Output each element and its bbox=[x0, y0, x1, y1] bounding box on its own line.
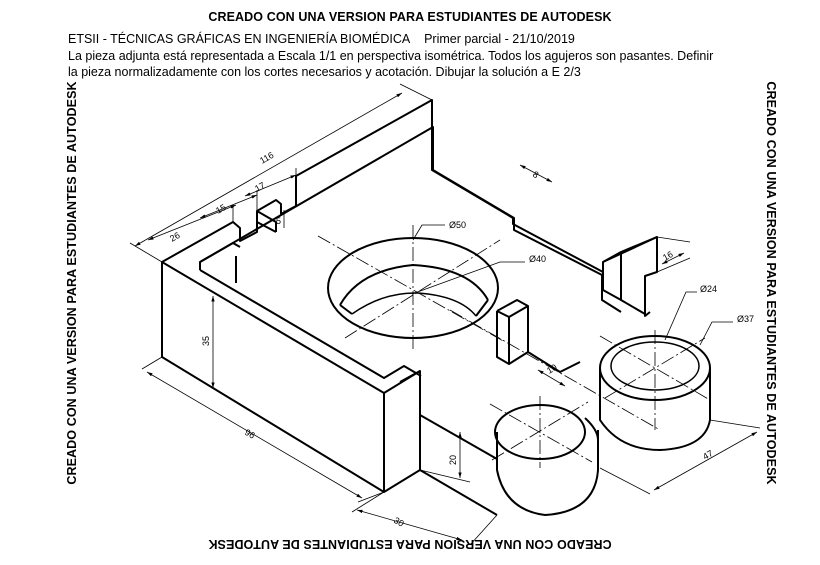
watermark-top: CREADO CON UNA VERSION PARA ESTUDIANTES … bbox=[208, 10, 612, 24]
header-title-line: ETSII - TÉCNICAS GRÁFICAS EN INGENIERÍA … bbox=[68, 31, 768, 48]
dim-50: Ø50 bbox=[449, 220, 466, 230]
dim-5: 5 bbox=[276, 216, 281, 226]
dim-26: 26 bbox=[168, 230, 182, 244]
dim-24: Ø24 bbox=[700, 284, 717, 294]
instructions-line-1: La pieza adjunta está representada a Esc… bbox=[68, 48, 714, 63]
dim-116: 116 bbox=[258, 150, 275, 166]
course-title: ETSII - TÉCNICAS GRÁFICAS EN INGENIERÍA … bbox=[68, 32, 411, 46]
dim-15: 15 bbox=[214, 202, 228, 216]
dim-47: 47 bbox=[701, 448, 715, 462]
dim-37: Ø37 bbox=[737, 314, 754, 324]
dim-17: 17 bbox=[253, 180, 267, 194]
front-boss bbox=[494, 404, 599, 517]
exam-header: ETSII - TÉCNICAS GRÁFICAS EN INGENIERÍA … bbox=[68, 31, 768, 81]
dim-96: 96 bbox=[243, 427, 257, 441]
dimension-texts: 116 17 15 5 26 8 16 Ø50 Ø40 Ø24 Ø37 35 9… bbox=[168, 150, 754, 529]
dimension-lines bbox=[129, 83, 761, 546]
dim-35: 35 bbox=[201, 336, 211, 346]
center-lines bbox=[317, 225, 711, 468]
dim-40: Ø40 bbox=[529, 254, 546, 264]
dim-16: 16 bbox=[661, 249, 675, 263]
part-outline bbox=[161, 99, 658, 516]
instructions-line-2: la pieza normalizadamente con los cortes… bbox=[68, 65, 581, 79]
dim-20: 20 bbox=[448, 455, 458, 465]
dim-8: 8 bbox=[531, 169, 540, 180]
dim-30: 30 bbox=[392, 515, 406, 529]
dim-10: 10 bbox=[545, 362, 559, 376]
exam-date: Primer parcial - 21/10/2019 bbox=[424, 32, 575, 46]
